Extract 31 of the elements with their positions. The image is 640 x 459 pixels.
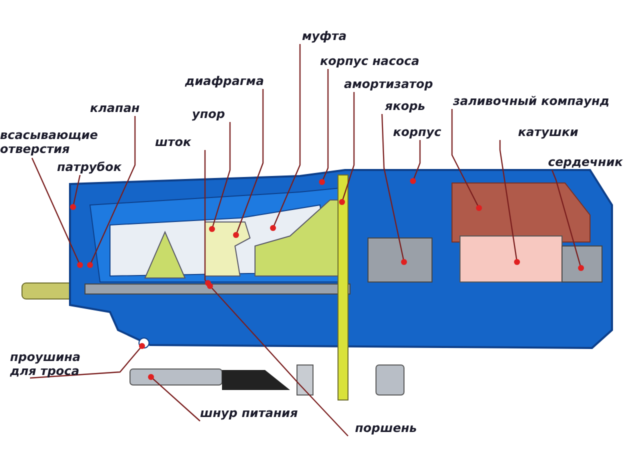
part-label: клапан (90, 101, 140, 115)
part-label: поршень (355, 421, 417, 435)
part-label: диафрагма (185, 74, 264, 88)
part-label: всасывающие отверстия (0, 128, 100, 156)
part-label: корпус (393, 125, 442, 139)
part-label: проушина для троса (10, 350, 82, 378)
part-label: шток (155, 135, 192, 149)
leader-line (31, 158, 81, 266)
leader-line (272, 44, 301, 228)
part-label: заливочный компаунд (453, 94, 610, 108)
leader-line (451, 109, 480, 208)
part-label: сердечник (548, 155, 623, 169)
leader-line (321, 69, 329, 182)
leader-line (341, 92, 355, 202)
leader-line (204, 150, 208, 284)
leader-line (551, 170, 582, 268)
part-label: упор (192, 107, 225, 121)
part-label: катушки (518, 125, 578, 139)
leader-line (235, 89, 264, 236)
leader-line (211, 122, 231, 230)
leader-line (30, 346, 142, 379)
part-label: патрубок (57, 160, 122, 174)
part-label: муфта (302, 29, 347, 43)
leader-line (210, 286, 348, 436)
leader-line (89, 116, 136, 266)
leader-line (150, 376, 200, 422)
part-label: якорь (385, 99, 426, 113)
leader-line (412, 140, 421, 182)
part-label: амортизатор (344, 77, 433, 91)
part-label: корпус насоса (320, 54, 420, 68)
part-label: шнур питания (200, 406, 298, 420)
